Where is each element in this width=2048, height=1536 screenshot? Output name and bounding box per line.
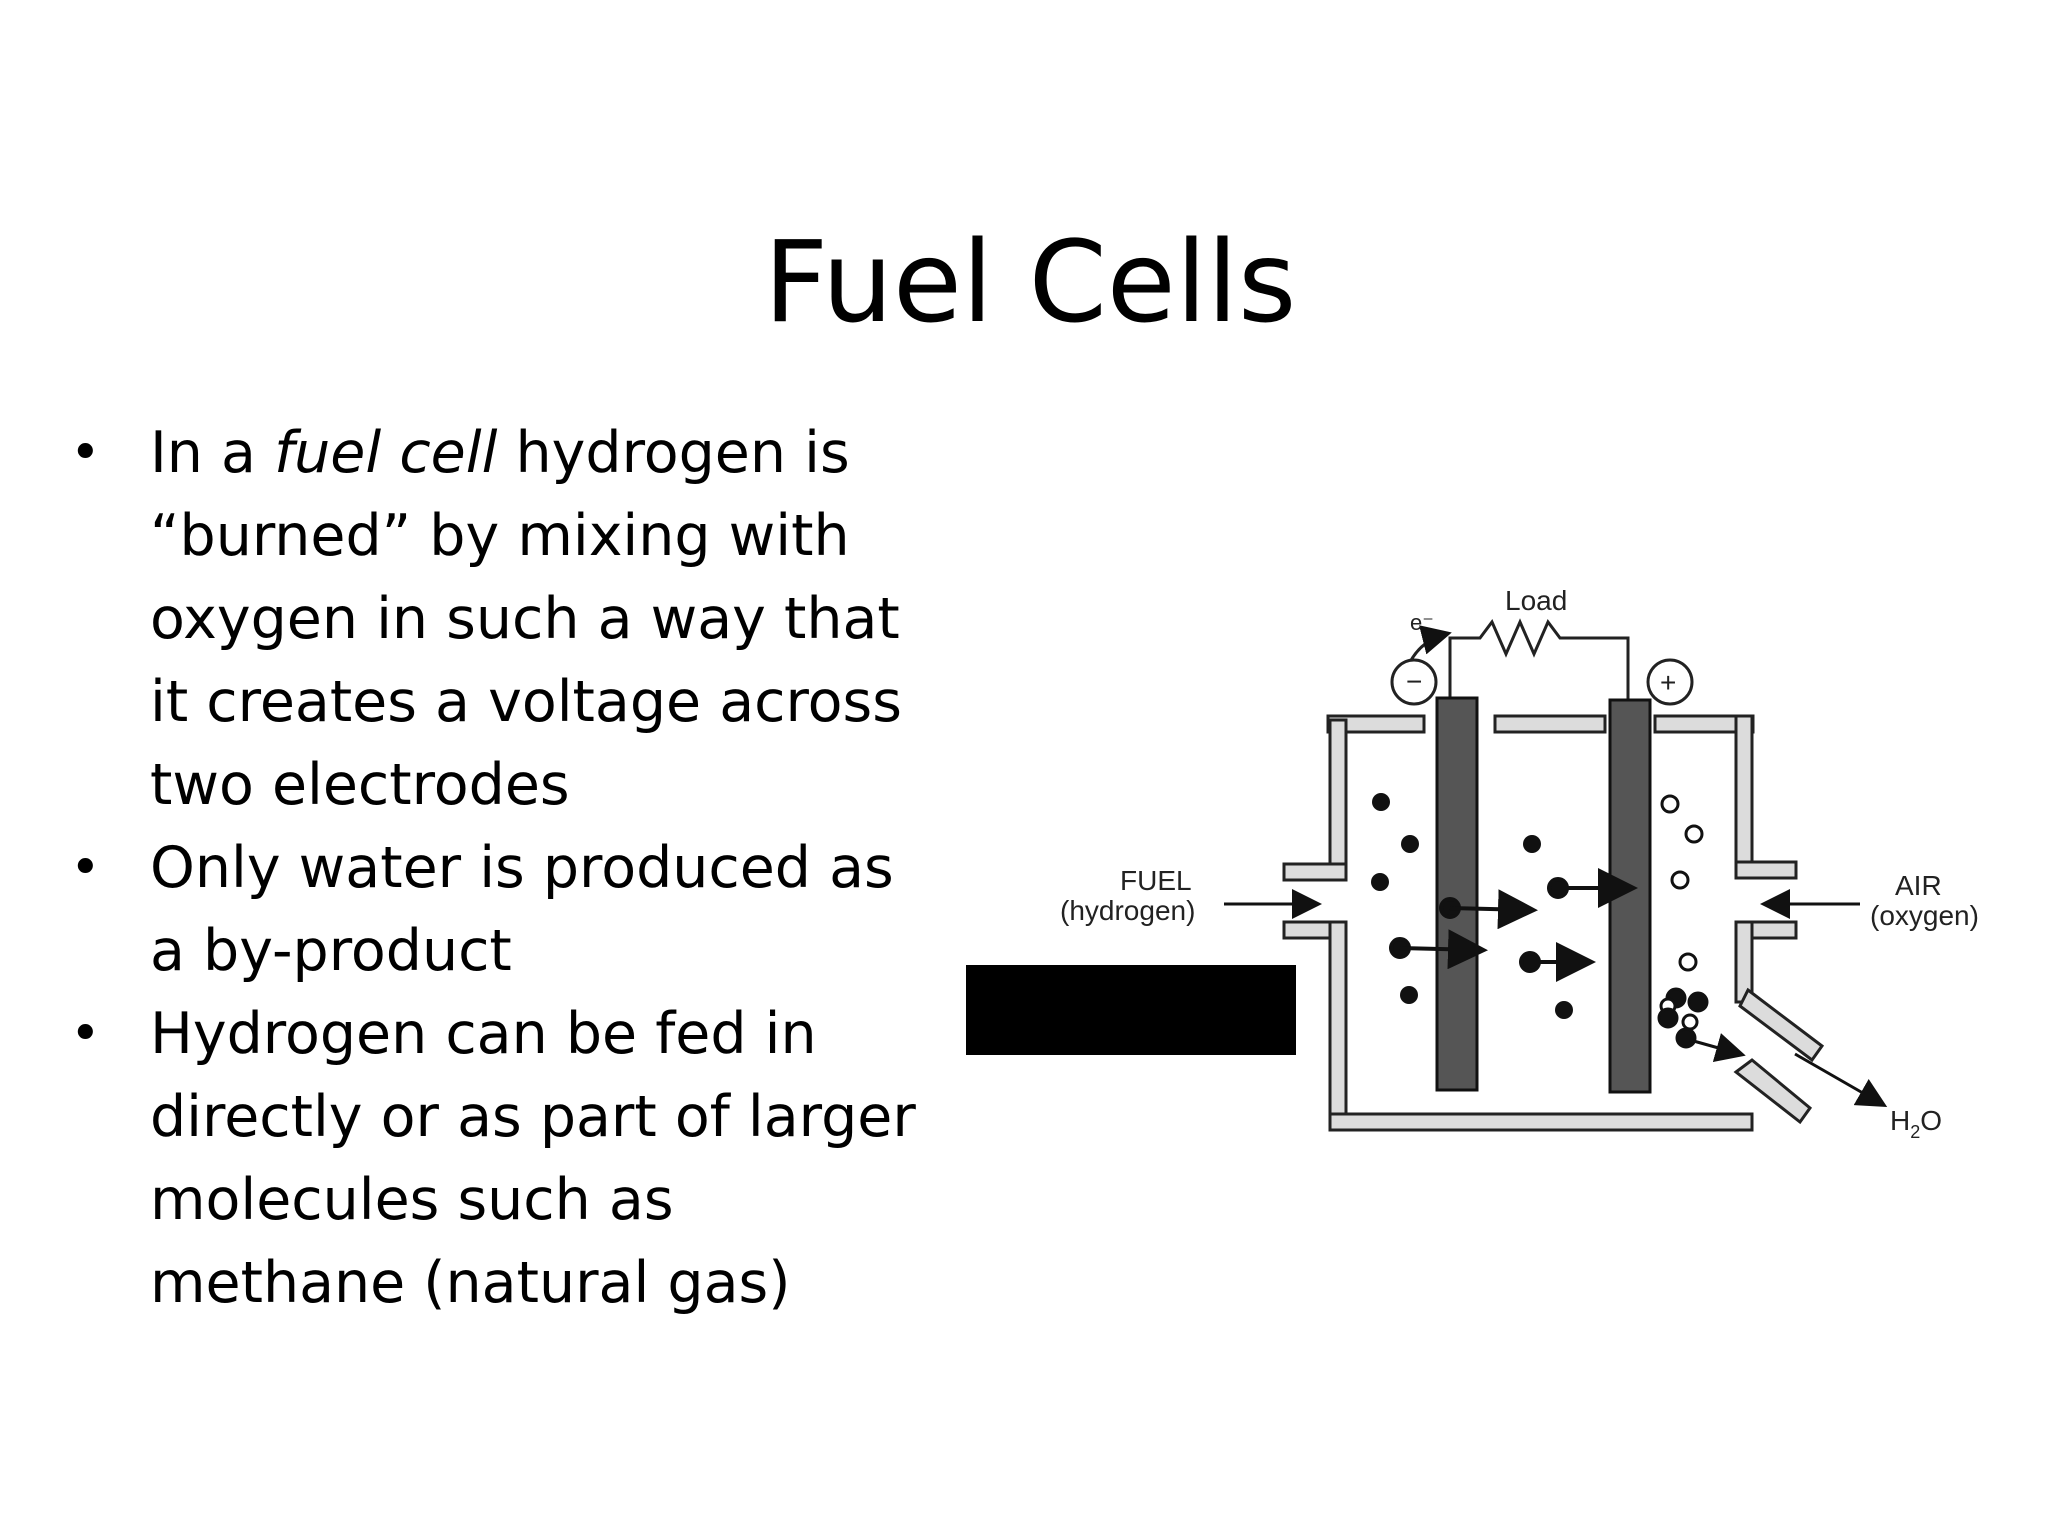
hydrogen-particles xyxy=(1371,793,1573,1019)
bullet-text: Only water is produced as a by-product xyxy=(150,835,894,984)
bullet-item: • Hydrogen can be fed in directly or as … xyxy=(70,993,930,1325)
svg-text:−: − xyxy=(1406,666,1422,697)
negative-terminal-icon: − xyxy=(1390,658,1438,706)
oxygen-particles xyxy=(1660,794,1704,972)
electron-label: e⁻ xyxy=(1410,610,1434,635)
bullet-icon: • xyxy=(70,838,101,898)
fuel-label: FUEL xyxy=(1120,865,1192,896)
anode-electrode xyxy=(1435,696,1479,1092)
bullet-text: Hydrogen can be fed in directly or as pa… xyxy=(150,1001,916,1316)
cell-housing xyxy=(1282,714,1825,1132)
bullet-item: • In a fuel cell hydrogen is “burned” by… xyxy=(70,412,930,827)
air-sublabel: (oxygen) xyxy=(1870,900,1979,931)
redaction-box xyxy=(966,965,1296,1055)
cathode-electrode xyxy=(1608,698,1652,1094)
fuel-cell-diagram: Load e⁻ − + xyxy=(1060,585,1979,1142)
ion-flow-arrows xyxy=(1389,868,1638,982)
load-circuit xyxy=(1408,618,1630,700)
bullet-text: hydrogen is “burned” by mixing with oxyg… xyxy=(150,420,902,818)
load-label: Load xyxy=(1505,585,1567,616)
bullet-icon: • xyxy=(70,423,101,483)
bullet-item: • Only water is produced as a by-product xyxy=(70,827,930,993)
water-molecules xyxy=(1657,987,1709,1049)
bullet-emphasis: fuel cell xyxy=(274,420,498,486)
flow-arrows xyxy=(1224,889,1888,1107)
slide-title: Fuel Cells xyxy=(763,218,1297,348)
svg-text:+: + xyxy=(1660,667,1676,698)
bullet-list: • In a fuel cell hydrogen is “burned” by… xyxy=(70,412,930,1325)
positive-terminal-icon: + xyxy=(1646,658,1694,706)
bullet-icon: • xyxy=(70,1004,101,1064)
water-label: H2O xyxy=(1890,1105,1942,1142)
bullet-text: In a xyxy=(150,420,275,486)
fuel-sublabel: (hydrogen) xyxy=(1060,895,1195,926)
air-label: AIR xyxy=(1895,870,1942,901)
